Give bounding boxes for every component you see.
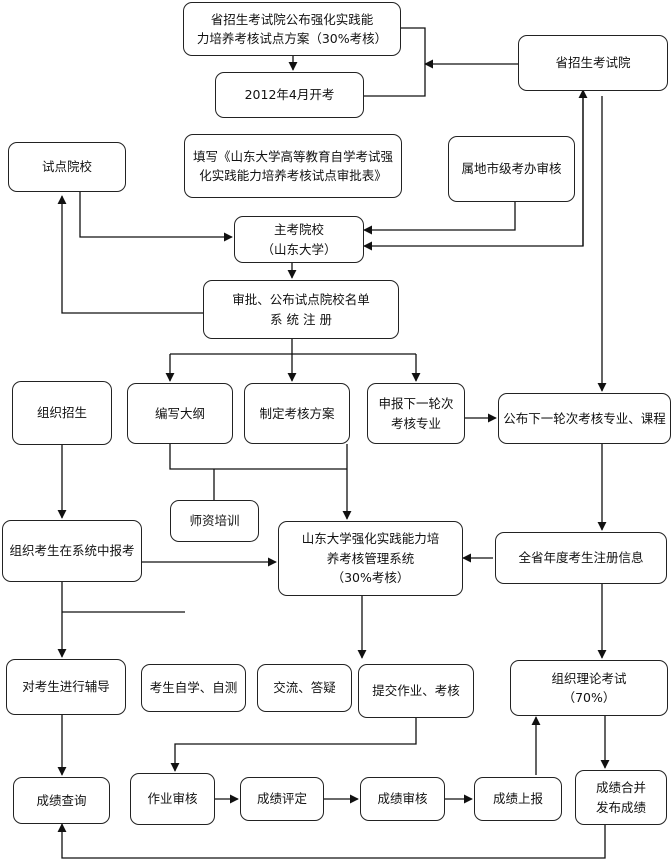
node-org-register: 组织考生在系统中报考 [2,520,142,582]
scheme-line1: 省招生考试院公布强化实践能 [210,11,374,27]
node-write-outline: 编写大纲 [127,383,233,444]
arrow-city-to-main [363,202,516,235]
arrow-pilot-to-main [79,192,233,242]
node-recruit: 组织招生 [12,381,112,445]
node-submit-homework: 提交作业、考核 [358,664,474,718]
system-line1: 山东大学强化实践能力培 [301,531,440,547]
score-merge-line2: 发布成绩 [595,799,646,815]
node-registration-info: 全省年度考生注册信息 [495,532,667,584]
plan-label: 制定考核方案 [259,405,335,421]
node-teacher-training: 师资培训 [170,500,259,542]
node-approve-register: 审批、公布试点院校名单系 统 注 册 [203,280,399,339]
pilot-school-label: 试点院校 [41,159,92,175]
tutoring-label: 对考生进行辅导 [22,679,110,695]
node-exam-start: 2012年4月开考 [215,72,364,118]
publish-next-label: 公布下一轮次考核专业、课程 [503,410,666,426]
registration-info-label: 全省年度考生注册信息 [518,550,644,566]
system-line2: 养考核管理系统 [326,550,415,566]
submit-label: 提交作业、考核 [372,683,460,699]
node-scheme-announcement: 省招生考试院公布强化实践能力培养考核试点方案（30%考核） [183,2,401,56]
score-query-label: 成绩查询 [36,792,87,808]
node-self-study: 考生自学、自测 [141,664,246,712]
exchange-label: 交流、答疑 [273,680,336,696]
theory-exam-line1: 组织理论考试 [551,670,627,686]
node-approval-form: 填写《山东大学高等教育自学考试强化实践能力培养考核试点审批表》 [184,134,402,198]
theory-exam-line2: （70%） [562,690,616,705]
arrow-merge-to-query [57,823,606,859]
hw-review-label: 作业审核 [147,791,198,807]
score-eval-label: 成绩评定 [256,791,307,807]
approve-line1: 审批、公布试点院校名单 [232,292,370,308]
node-pilot-school: 试点院校 [8,142,126,192]
approve-line2: 系 统 注 册 [270,311,332,327]
node-make-plan: 制定考核方案 [244,383,350,444]
node-management-system: 山东大学强化实践能力培养考核管理系统 （30%考核） [278,521,463,596]
line-scheme-to-provincial [364,27,426,97]
main-school-line2: （山东大学） [261,241,337,257]
city-office-label: 属地市级考办审核 [461,161,562,177]
node-city-office-review: 属地市级考办审核 [448,136,575,202]
arrow-approve-to-pilot [57,195,203,314]
score-report-label: 成绩上报 [492,791,543,807]
node-score-audit: 成绩审核 [360,777,445,821]
main-school-line1: 主考院校 [273,222,324,238]
recruit-label: 组织招生 [36,405,87,421]
form-line1: 填写《山东大学高等教育自学考试强 [192,148,393,164]
arrow-submit-to-review [170,718,417,772]
provincial-label: 省招生考试院 [555,55,631,71]
self-study-label: 考生自学、自测 [149,680,238,696]
score-audit-label: 成绩审核 [377,791,428,807]
node-exchange: 交流、答疑 [257,664,352,712]
node-theory-exam: 组织理论考试 （70%） [510,660,668,716]
start-label: 2012年4月开考 [244,87,335,103]
outline-label: 编写大纲 [154,405,205,421]
teacher-training-label: 师资培训 [189,513,240,529]
declare-line1: 申报下一轮次 [378,396,454,412]
node-homework-review: 作业审核 [130,773,215,825]
declare-line2: 考核专业 [390,415,441,431]
node-main-school: 主考院校 （山东大学） [234,216,364,263]
node-publish-next-round: 公布下一轮次考核专业、课程 [498,393,671,444]
node-score-query: 成绩查询 [13,777,110,824]
form-line2: 化实践能力培养考核试点审批表》 [199,168,387,183]
scheme-line2: 力培养考核试点方案（30%考核） [196,31,388,46]
node-tutoring: 对考生进行辅导 [6,659,126,715]
system-line3: （30%考核） [331,570,410,586]
node-score-report: 成绩上报 [474,777,562,821]
node-provincial-exam-authority: 省招生考试院 [518,35,668,91]
score-merge-line1: 成绩合并 [595,780,646,796]
org-register-label: 组织考生在系统中报考 [9,543,135,559]
node-score-merge-publish: 成绩合并发布成绩 [575,770,667,825]
node-score-evaluation: 成绩评定 [240,777,324,821]
node-declare-next-round: 申报下一轮次考核专业 [367,383,465,444]
